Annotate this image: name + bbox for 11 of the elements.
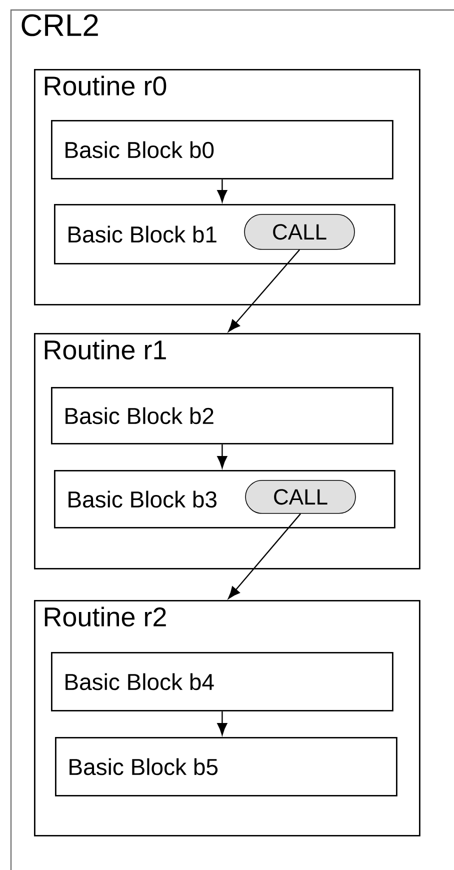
arrow	[217, 179, 228, 202]
basic-block-box: Basic Block b0	[51, 120, 394, 180]
arrow	[228, 513, 301, 599]
call-pill: CALL	[244, 214, 355, 250]
arrow	[228, 249, 300, 332]
arrow	[217, 444, 228, 468]
basic-block-box: Basic Block b4	[51, 652, 394, 712]
call-pill: CALL	[245, 480, 356, 514]
basic-block-box: Basic Block b5	[55, 737, 398, 796]
arrow	[217, 711, 228, 736]
basic-block-box: Basic Block b2	[51, 387, 394, 444]
